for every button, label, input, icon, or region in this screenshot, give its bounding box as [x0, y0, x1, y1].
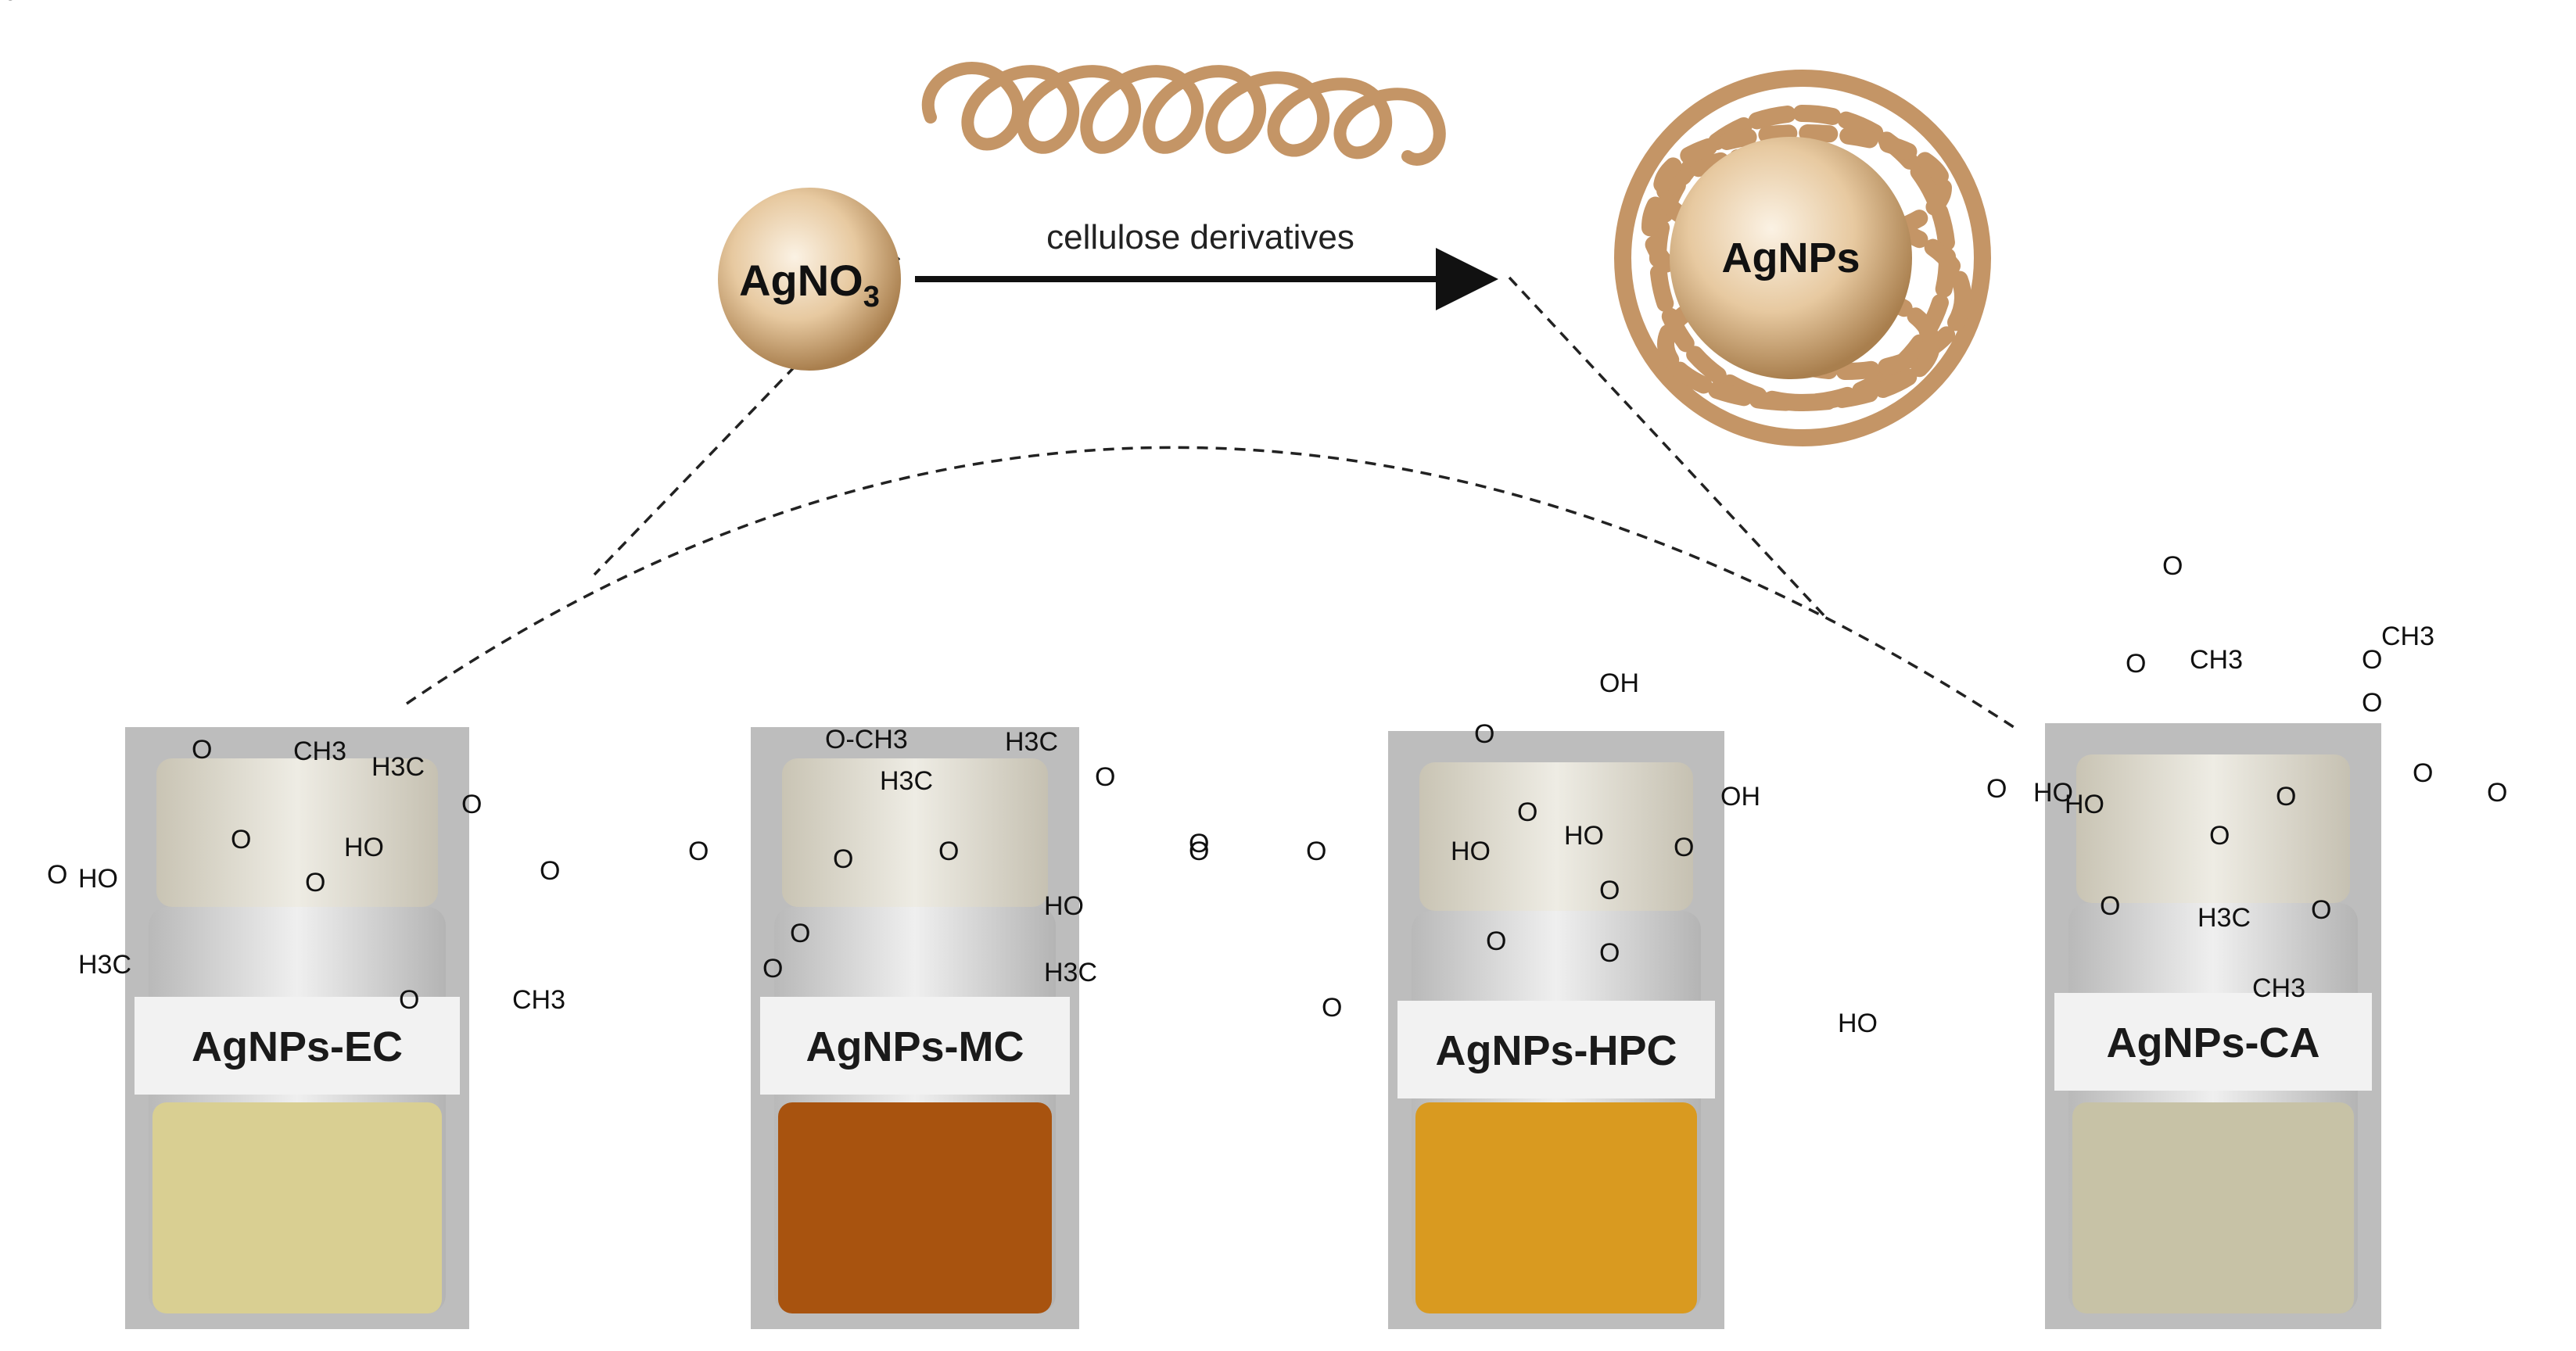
atom-label: O	[1986, 774, 2007, 804]
atom-label: O-CH3	[825, 725, 908, 754]
atom-label: O	[2126, 649, 2146, 679]
atom-label: O	[1189, 829, 1209, 858]
connector-lines	[406, 256, 2015, 729]
atom-label: HO	[78, 864, 118, 894]
atom-label: O	[2413, 758, 2433, 788]
atom-label: HO	[1044, 891, 1084, 921]
atom-label: O	[461, 790, 482, 819]
vial-ca: AgNPs-CA	[2045, 723, 2381, 1329]
atom-label: CH3	[2381, 622, 2434, 651]
arrow-label: cellulose derivatives	[1046, 218, 1354, 256]
atom-label: O	[1095, 762, 1115, 792]
atom-label: O	[305, 868, 325, 898]
vial-cap	[156, 758, 438, 907]
atom-label: O	[1674, 833, 1694, 862]
vial-label-sticker	[2054, 993, 2372, 1091]
vial-label-sticker	[760, 997, 1070, 1095]
atom-label: CH3	[2252, 973, 2305, 1003]
atom-label: O	[2162, 551, 2183, 581]
atom-label: O	[47, 860, 67, 890]
atom-label: O	[2362, 645, 2382, 675]
connector-product	[1508, 276, 1828, 619]
atom-label: O	[2362, 688, 2382, 718]
product-label: AgNPs	[1721, 235, 1860, 281]
atom-label: O	[1486, 926, 1506, 956]
atom-label: O	[1322, 993, 1342, 1023]
vial-ec: AgNPs-EC	[125, 727, 469, 1329]
vial-label: AgNPs-HPC	[1435, 1027, 1677, 1074]
atom-label: O	[1599, 938, 1620, 968]
vial-label-sticker	[135, 997, 460, 1095]
atom-label: CH3	[2190, 645, 2243, 675]
vial-liquid	[152, 1102, 442, 1313]
atom-label: O	[762, 954, 783, 984]
atom-label: O	[1474, 719, 1494, 749]
atom-label: HO	[344, 833, 384, 862]
vial-row: AgNPs-EC AgNPs-MC AgNPs-HPC AgNPs-CA	[125, 723, 2381, 1329]
atom-label: H3C	[371, 752, 425, 782]
atom-label: OH	[1720, 782, 1760, 812]
structure-hpc: OHHOHOOHOOOOOOOOHOOH	[0, 0, 1878, 1038]
atom-label: H3C	[1005, 727, 1058, 757]
reactant-subscript: 3	[863, 281, 880, 314]
vial-label: AgNPs-CA	[2106, 1020, 2319, 1066]
reactant-label: AgNO	[739, 256, 863, 305]
atom-label: HO	[1564, 821, 1604, 851]
atom-label: H3C	[1044, 958, 1097, 987]
atom-label: O	[938, 837, 959, 866]
atom-label: O	[231, 825, 251, 855]
atom-label: HO	[1451, 837, 1491, 866]
atom-label: H3C	[880, 766, 933, 796]
svg-text:AgNO3: AgNO3	[739, 256, 880, 314]
vial-label: AgNPs-MC	[806, 1023, 1024, 1070]
atom-label: HO	[2065, 790, 2104, 819]
connector-arc	[406, 446, 2015, 729]
atom-label: O	[1599, 876, 1620, 905]
vial-cap	[1419, 762, 1693, 911]
atom-label: O	[688, 837, 709, 866]
vial-cap	[782, 758, 1048, 907]
vial-hpc: AgNPs-HPC	[1388, 731, 1724, 1329]
atom-label: O	[2311, 895, 2331, 925]
polymer-coil-icon	[922, 62, 1446, 166]
atom-label: HO	[2033, 778, 2073, 808]
atom-label: CH3	[293, 736, 346, 766]
atom-label: O	[1189, 837, 1209, 866]
atom-label: OH	[1599, 668, 1639, 698]
atom-label: CH3	[512, 985, 565, 1015]
vial-liquid	[1415, 1102, 1697, 1313]
connector-reactant	[593, 256, 901, 576]
atom-label: O	[2100, 891, 2120, 921]
atom-label: O	[2209, 821, 2230, 851]
atom-label: O	[192, 735, 212, 765]
atom-label: H3C	[78, 950, 131, 980]
atom-label: HO	[1838, 1009, 1878, 1038]
atom-label: O	[1306, 837, 1326, 866]
atom-label: OH	[0, 0, 40, 6]
atom-label: OH	[0, 0, 40, 6]
vial-label-sticker	[1397, 1001, 1715, 1098]
vial-label: AgNPs-EC	[192, 1023, 403, 1070]
vial-liquid	[778, 1102, 1052, 1313]
atom-label: O	[399, 985, 419, 1015]
atom-label: H3C	[2197, 903, 2251, 933]
product-nanoparticle: AgNPs	[1614, 70, 1991, 446]
vial-liquid	[2072, 1102, 2354, 1313]
atom-label: O	[1517, 797, 1537, 827]
atom-label: O	[790, 919, 810, 948]
atom-label: O	[2487, 778, 2507, 808]
reactant-sphere: AgNO3	[718, 188, 901, 371]
vial-mc: AgNPs-MC	[751, 727, 1079, 1329]
atom-label: O	[540, 856, 560, 886]
vial-cap	[2076, 754, 2350, 903]
atom-label: O	[2276, 782, 2296, 812]
atom-label: O	[833, 844, 853, 874]
